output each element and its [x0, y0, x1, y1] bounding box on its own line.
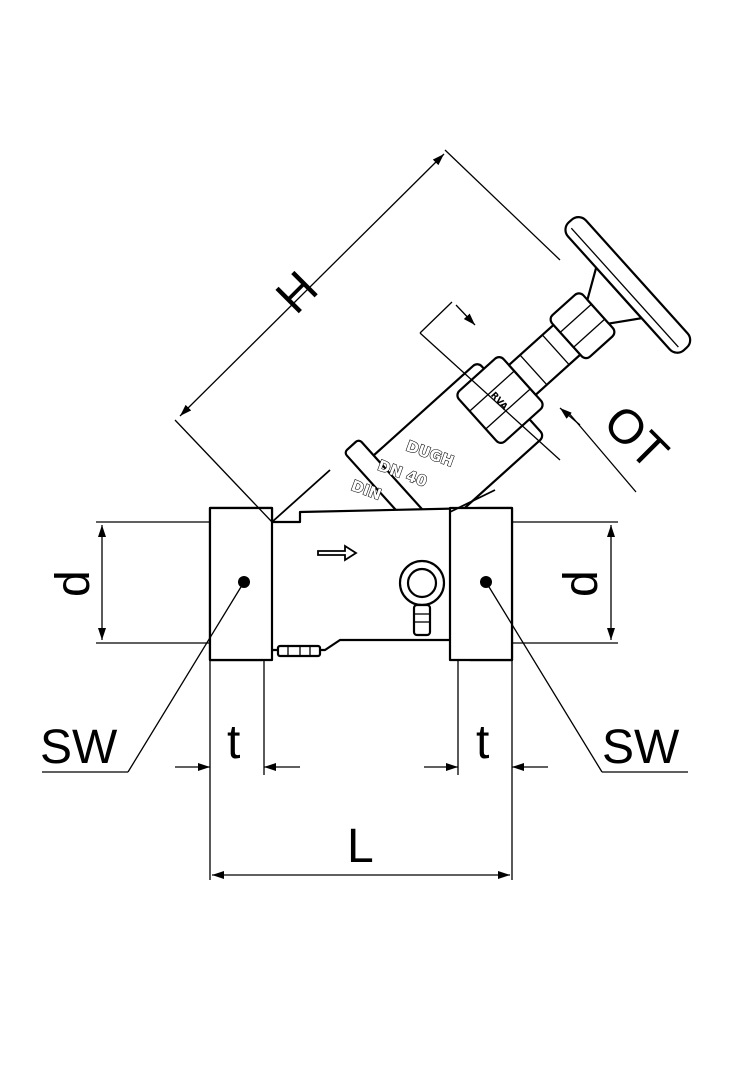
dimension-d-left: d [47, 521, 210, 644]
dimension-h-label: H [266, 262, 328, 324]
dimension-sw-right-label: SW [602, 721, 680, 774]
test-port [398, 559, 446, 637]
dimension-t-right-label: t [476, 716, 489, 769]
handwheel [564, 215, 692, 354]
dimension-d-right: d [512, 521, 618, 644]
dimension-t-left: t [175, 660, 300, 880]
dimension-ot-label: OT [593, 395, 678, 480]
dimension-d-left-label: d [47, 570, 100, 597]
valve-body: DUGH DN 40 DIN [208, 363, 544, 662]
dimension-l-label: L [347, 820, 374, 873]
dimension-l: L [212, 820, 510, 879]
dimension-d-right-label: d [555, 570, 608, 597]
valve-top-assembly: RVA [456, 215, 692, 444]
dimension-sw-right: SW [485, 581, 688, 774]
dimension-t-left-label: t [227, 716, 240, 769]
dimension-t-right: t [424, 660, 548, 880]
drain-plug [276, 644, 322, 658]
dimension-sw-left: SW [40, 581, 245, 774]
dimension-sw-left-label: SW [40, 721, 118, 774]
flow-arrow-icon [317, 544, 358, 562]
